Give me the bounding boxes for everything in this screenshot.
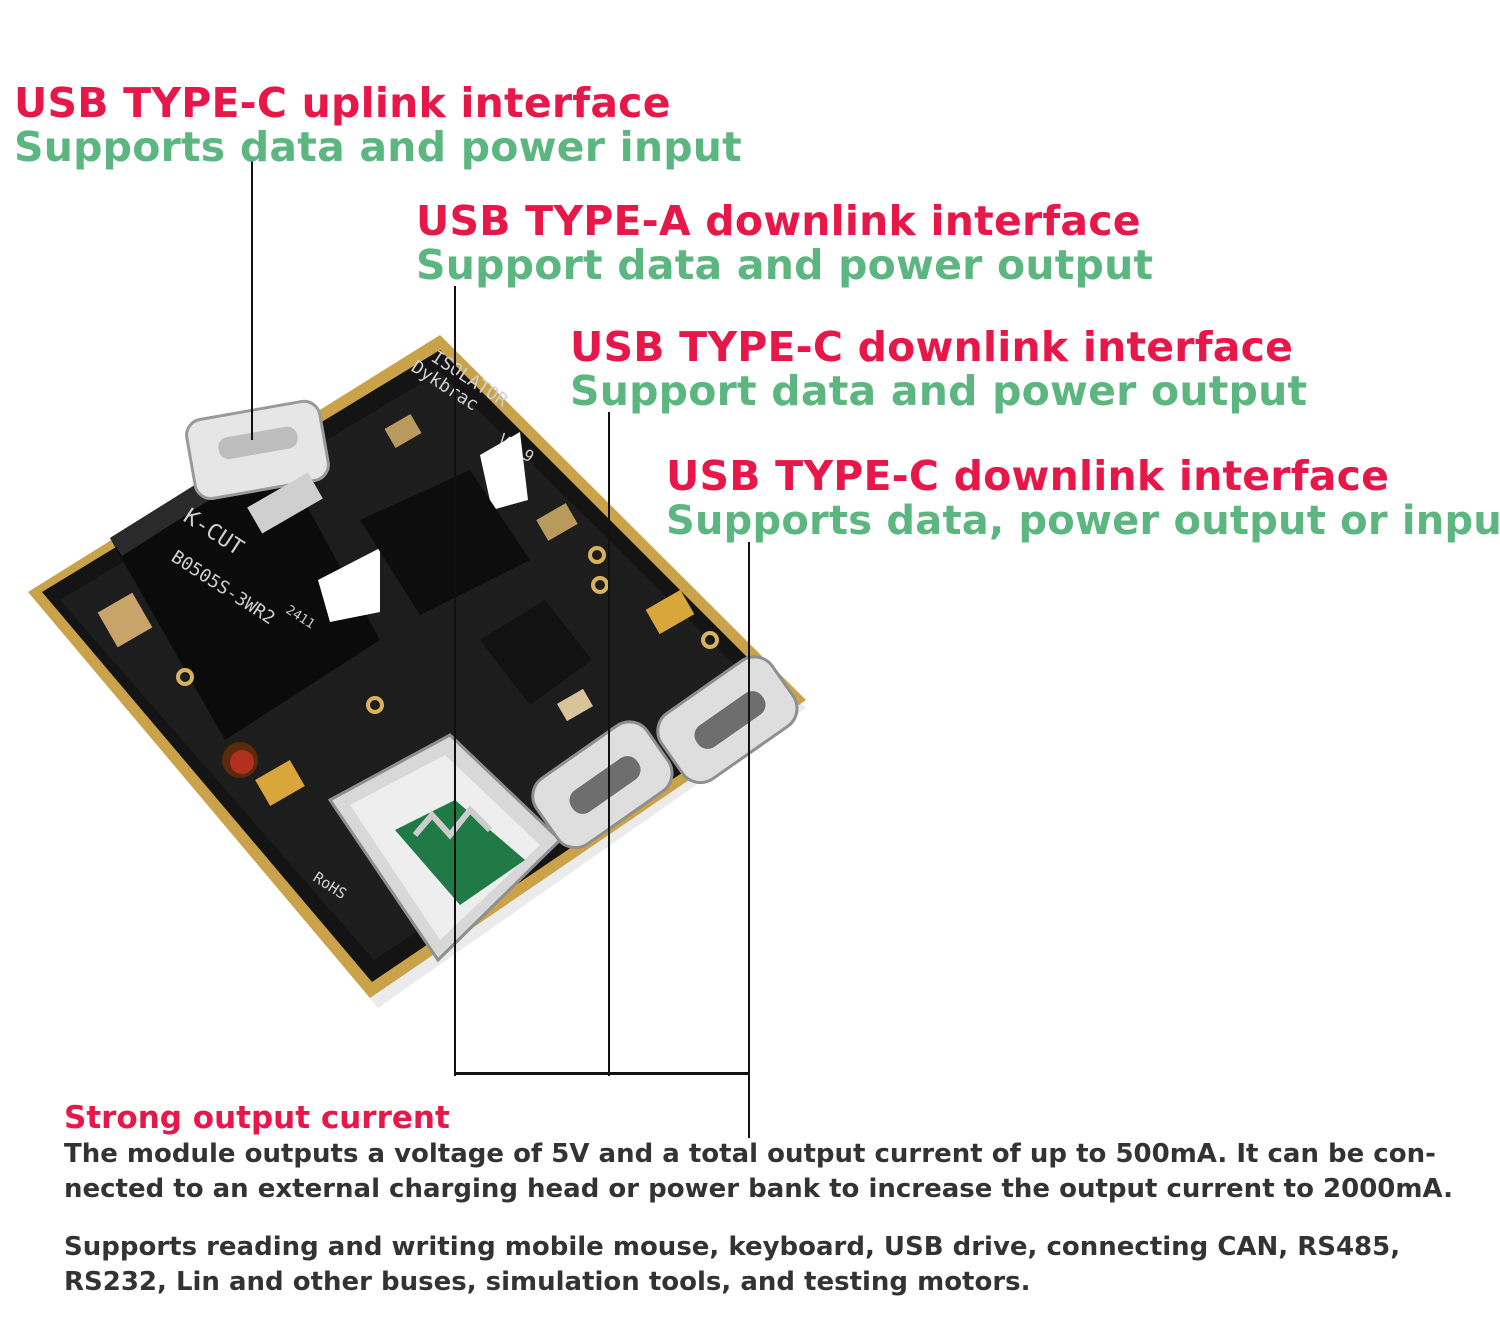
usb-a-downlink-connector xyxy=(327,733,563,963)
usb-c-downlink-1-title: USB TYPE-C downlink interface xyxy=(570,323,1294,371)
callout-line-horizontal xyxy=(454,1072,750,1075)
usb-c-uplink-connector xyxy=(185,399,330,534)
usb-a-downlink-title: USB TYPE-A downlink interface xyxy=(416,197,1141,245)
usb-a-downlink-subtitle: Support data and power output xyxy=(416,241,1154,289)
usb-c-downlink-2-subtitle: Supports data, power output or input xyxy=(666,498,1500,544)
feature-title: Strong output current xyxy=(64,1100,450,1136)
uplink-title: USB TYPE-C uplink interface xyxy=(14,79,671,127)
callout-line-usb-c-1 xyxy=(608,412,610,1076)
usb-c-downlink-connector-2 xyxy=(656,655,799,785)
uplink-subtitle: Supports data and power input xyxy=(14,123,742,171)
callout-line-usb-a xyxy=(454,286,456,1076)
feature-paragraph-1: The module outputs a voltage of 5V and a… xyxy=(64,1139,1453,1204)
usb-c-downlink-1-subtitle: Support data and power output xyxy=(570,367,1308,415)
usb-c-downlink-connector-1 xyxy=(531,720,674,850)
callout-line-uplink xyxy=(251,158,253,440)
feature-paragraph-2: Supports reading and writing mobile mous… xyxy=(64,1232,1401,1297)
callout-line-usb-c-2 xyxy=(748,542,750,1138)
usb-c-downlink-2-title: USB TYPE-C downlink interface xyxy=(666,452,1390,500)
